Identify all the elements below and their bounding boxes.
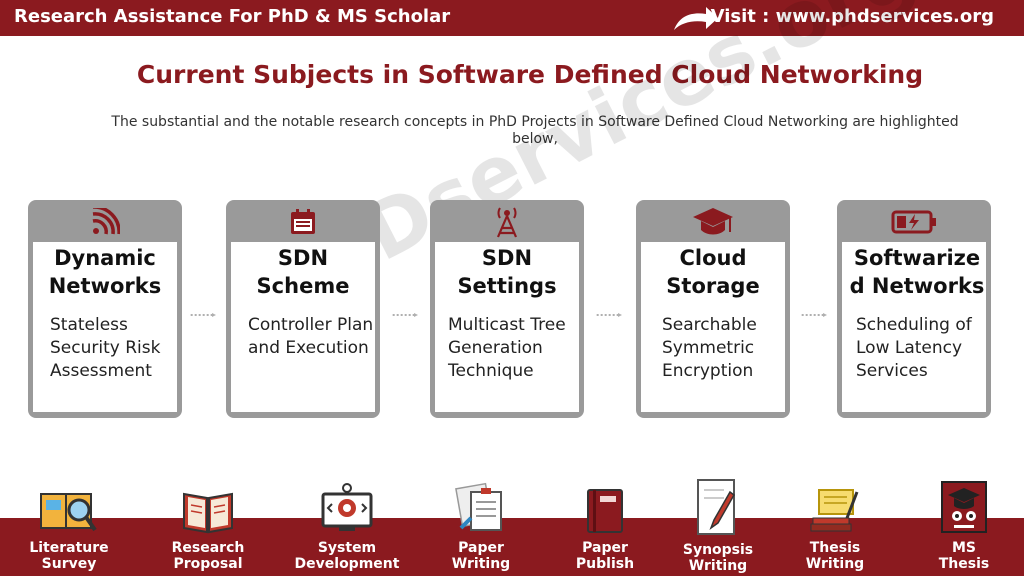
connector-arrow [392, 313, 418, 317]
system-development-icon [287, 478, 407, 534]
card-description: Multicast Tree Generation Technique [448, 315, 566, 381]
card-body [231, 242, 375, 412]
topic-card-dynamic-networks: Dynamic Networks Stateless Security Risk… [28, 200, 182, 418]
connector-arrow [190, 313, 216, 317]
card-title: Cloud Storage [666, 246, 760, 298]
battery-charging-icon [837, 206, 991, 238]
website-link[interactable]: Visit : www.phdservices.org [710, 6, 994, 27]
top-banner: Research Assistance For PhD & MS Scholar… [0, 0, 1024, 36]
topic-card-sdn-scheme: SDN Scheme Controller Plan and Execution [226, 200, 380, 418]
brand-title: Research Assistance For PhD & MS Scholar [14, 6, 451, 27]
research-proposal-icon [148, 478, 268, 534]
ms-thesis-icon [904, 478, 1024, 534]
card-title: Softwarized Networks [849, 246, 985, 298]
calendar-icon [226, 206, 380, 238]
wireless-signal-icon [28, 206, 182, 238]
card-body [435, 242, 579, 412]
card-description: Stateless Security Risk Assessment [50, 315, 161, 381]
page-title: Current Subjects in Software Defined Clo… [136, 60, 924, 89]
topic-card-cloud-storage: Cloud Storage Searchable Symmetric Encry… [636, 200, 790, 418]
card-description: Searchable Symmetric Encryption [662, 315, 757, 381]
topic-card-sdn-settings: SDN Settings Multicast Tree Generation T… [430, 200, 584, 418]
card-description: Scheduling of Low Latency Services [856, 315, 972, 381]
literature-survey-icon [9, 478, 129, 534]
card-title: SDN Settings [457, 246, 557, 298]
footer-bar [0, 518, 1024, 576]
card-title: Dynamic Networks [48, 246, 162, 298]
card-body [641, 242, 785, 412]
page-subtitle: The substantial and the notable research… [111, 114, 959, 147]
card-body [33, 242, 177, 412]
graduation-cap-icon [636, 206, 790, 238]
curved-arrow-icon [674, 7, 718, 30]
card-body [842, 242, 986, 412]
card-title: SDN Scheme [256, 246, 350, 298]
connector-arrow [596, 313, 622, 317]
synopsis-writing-icon [658, 478, 778, 536]
card-description: Controller Plan and Execution [248, 315, 374, 358]
paper-writing-icon [421, 478, 541, 534]
paper-publish-icon [545, 478, 665, 534]
thesis-writing-icon [775, 478, 895, 534]
antenna-tower-icon [430, 206, 584, 238]
connector-arrow [801, 313, 827, 317]
topic-card-softwarized-networks: Softwarized Networks Scheduling of Low L… [837, 200, 991, 418]
